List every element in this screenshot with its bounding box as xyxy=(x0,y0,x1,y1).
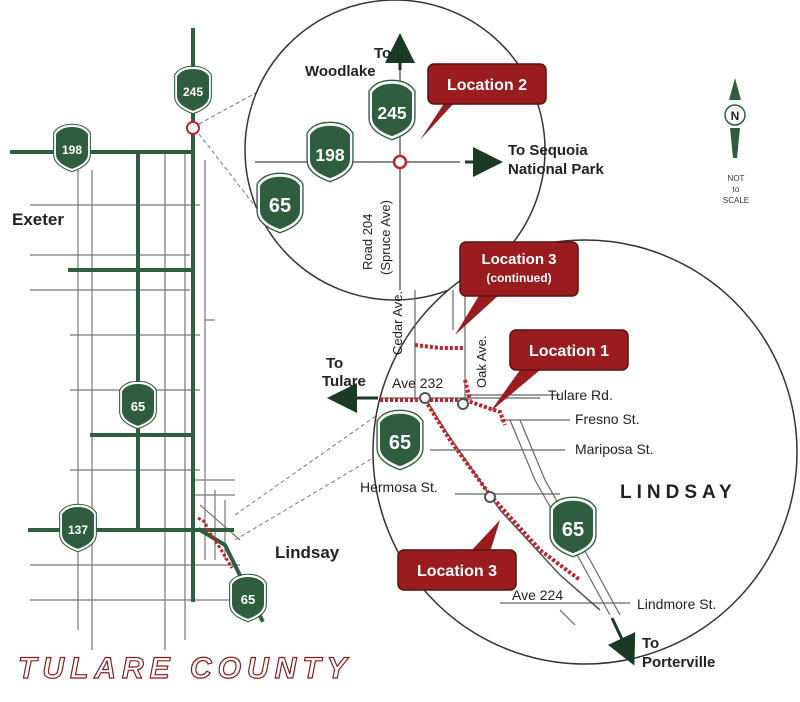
fresno-label: Fresno St. xyxy=(575,411,640,427)
svg-text:65: 65 xyxy=(131,399,145,414)
ave224-label: Ave 224 xyxy=(512,587,563,603)
woodlake-label: Woodlake xyxy=(305,63,376,80)
lindsay-big-label: LINDSAY xyxy=(620,482,737,503)
ave232-label: Ave 232 xyxy=(392,375,443,391)
cedar-label: Cedar Ave. xyxy=(390,291,405,355)
highway-shield-icon: 245 xyxy=(173,65,213,115)
tulare-rd-label: Tulare Rd. xyxy=(548,387,613,403)
mariposa-label: Mariposa St. xyxy=(575,441,654,457)
highway-shield-icon: 65 xyxy=(118,380,158,430)
spruce-label: (Spruce Ave) xyxy=(378,200,393,275)
scale-label: SCALE xyxy=(723,196,749,205)
callout-location-1: Location 1 xyxy=(490,329,629,412)
tulare-to: To xyxy=(326,355,343,372)
not-label: NOT xyxy=(728,174,745,183)
porterville-label: Porterville xyxy=(642,654,715,671)
highway-shield-icon: 198 xyxy=(52,123,92,173)
svg-text:198: 198 xyxy=(62,143,82,157)
location-marker-icon xyxy=(419,392,431,404)
svg-text:198: 198 xyxy=(315,145,344,165)
svg-text:65: 65 xyxy=(562,519,584,541)
sequoia-to: To Sequoia xyxy=(508,142,588,159)
location-marker-icon xyxy=(392,154,408,170)
highway-shield-icon: 65 xyxy=(375,409,425,471)
svg-text:245: 245 xyxy=(183,85,203,99)
highway-shield-icon: 65 xyxy=(228,573,268,623)
callout-location-3: Location 3 xyxy=(397,520,517,591)
location-marker-icon xyxy=(457,398,469,410)
location-marker-icon xyxy=(484,491,496,503)
location-marker-icon xyxy=(186,121,200,135)
svg-text:Location 3: Location 3 xyxy=(481,251,556,268)
tulare-label: Tulare xyxy=(322,373,366,390)
to-label: to xyxy=(733,185,740,194)
svg-text:137: 137 xyxy=(68,523,88,537)
svg-text:(continued): (continued) xyxy=(486,271,551,285)
oak-label: Oak Ave. xyxy=(474,335,489,388)
inset-lindsay: To Tulare To Porterville Cedar Ave. Oak … xyxy=(322,239,798,671)
svg-text:Location 1: Location 1 xyxy=(529,343,609,360)
hermosa-label: Hermosa St. xyxy=(360,479,438,495)
woodlake-to: To xyxy=(374,45,391,62)
direction-arrow-icon xyxy=(608,617,636,666)
highway-shield-icon: 65 xyxy=(255,172,305,234)
svg-text:Location 2: Location 2 xyxy=(447,77,527,94)
lindmore-label: Lindmore St. xyxy=(637,596,716,612)
exeter-label: Exeter xyxy=(12,210,64,229)
highway-shield-icon: 65 xyxy=(548,496,598,558)
highway-shield-icon: 198 xyxy=(305,121,355,183)
svg-text:65: 65 xyxy=(269,195,291,217)
overview-map: Exeter Lindsay 245 198 65 137 65 xyxy=(10,28,340,650)
svg-text:Location 3: Location 3 xyxy=(417,563,497,580)
svg-text:65: 65 xyxy=(389,432,411,454)
porterville-to: To xyxy=(642,635,659,652)
road204-label: Road 204 xyxy=(360,214,375,270)
sequoia-label: National Park xyxy=(508,161,605,178)
callout-location-2: Location 2 xyxy=(420,63,547,140)
county-title: TULARE COUNTY xyxy=(18,652,353,685)
svg-text:65: 65 xyxy=(241,592,255,607)
lindsay-small-label: Lindsay xyxy=(275,543,340,562)
north-letter: N xyxy=(731,109,740,123)
svg-text:245: 245 xyxy=(377,103,406,123)
highway-shield-icon: 245 xyxy=(367,79,417,141)
inset-top: To Woodlake To Sequoia National Park Roa… xyxy=(244,0,605,301)
north-arrow-icon: N NOT to SCALE xyxy=(723,78,749,205)
callout-location-3-continued: Location 3 (continued) xyxy=(455,241,579,335)
highway-shield-icon: 137 xyxy=(58,503,98,553)
